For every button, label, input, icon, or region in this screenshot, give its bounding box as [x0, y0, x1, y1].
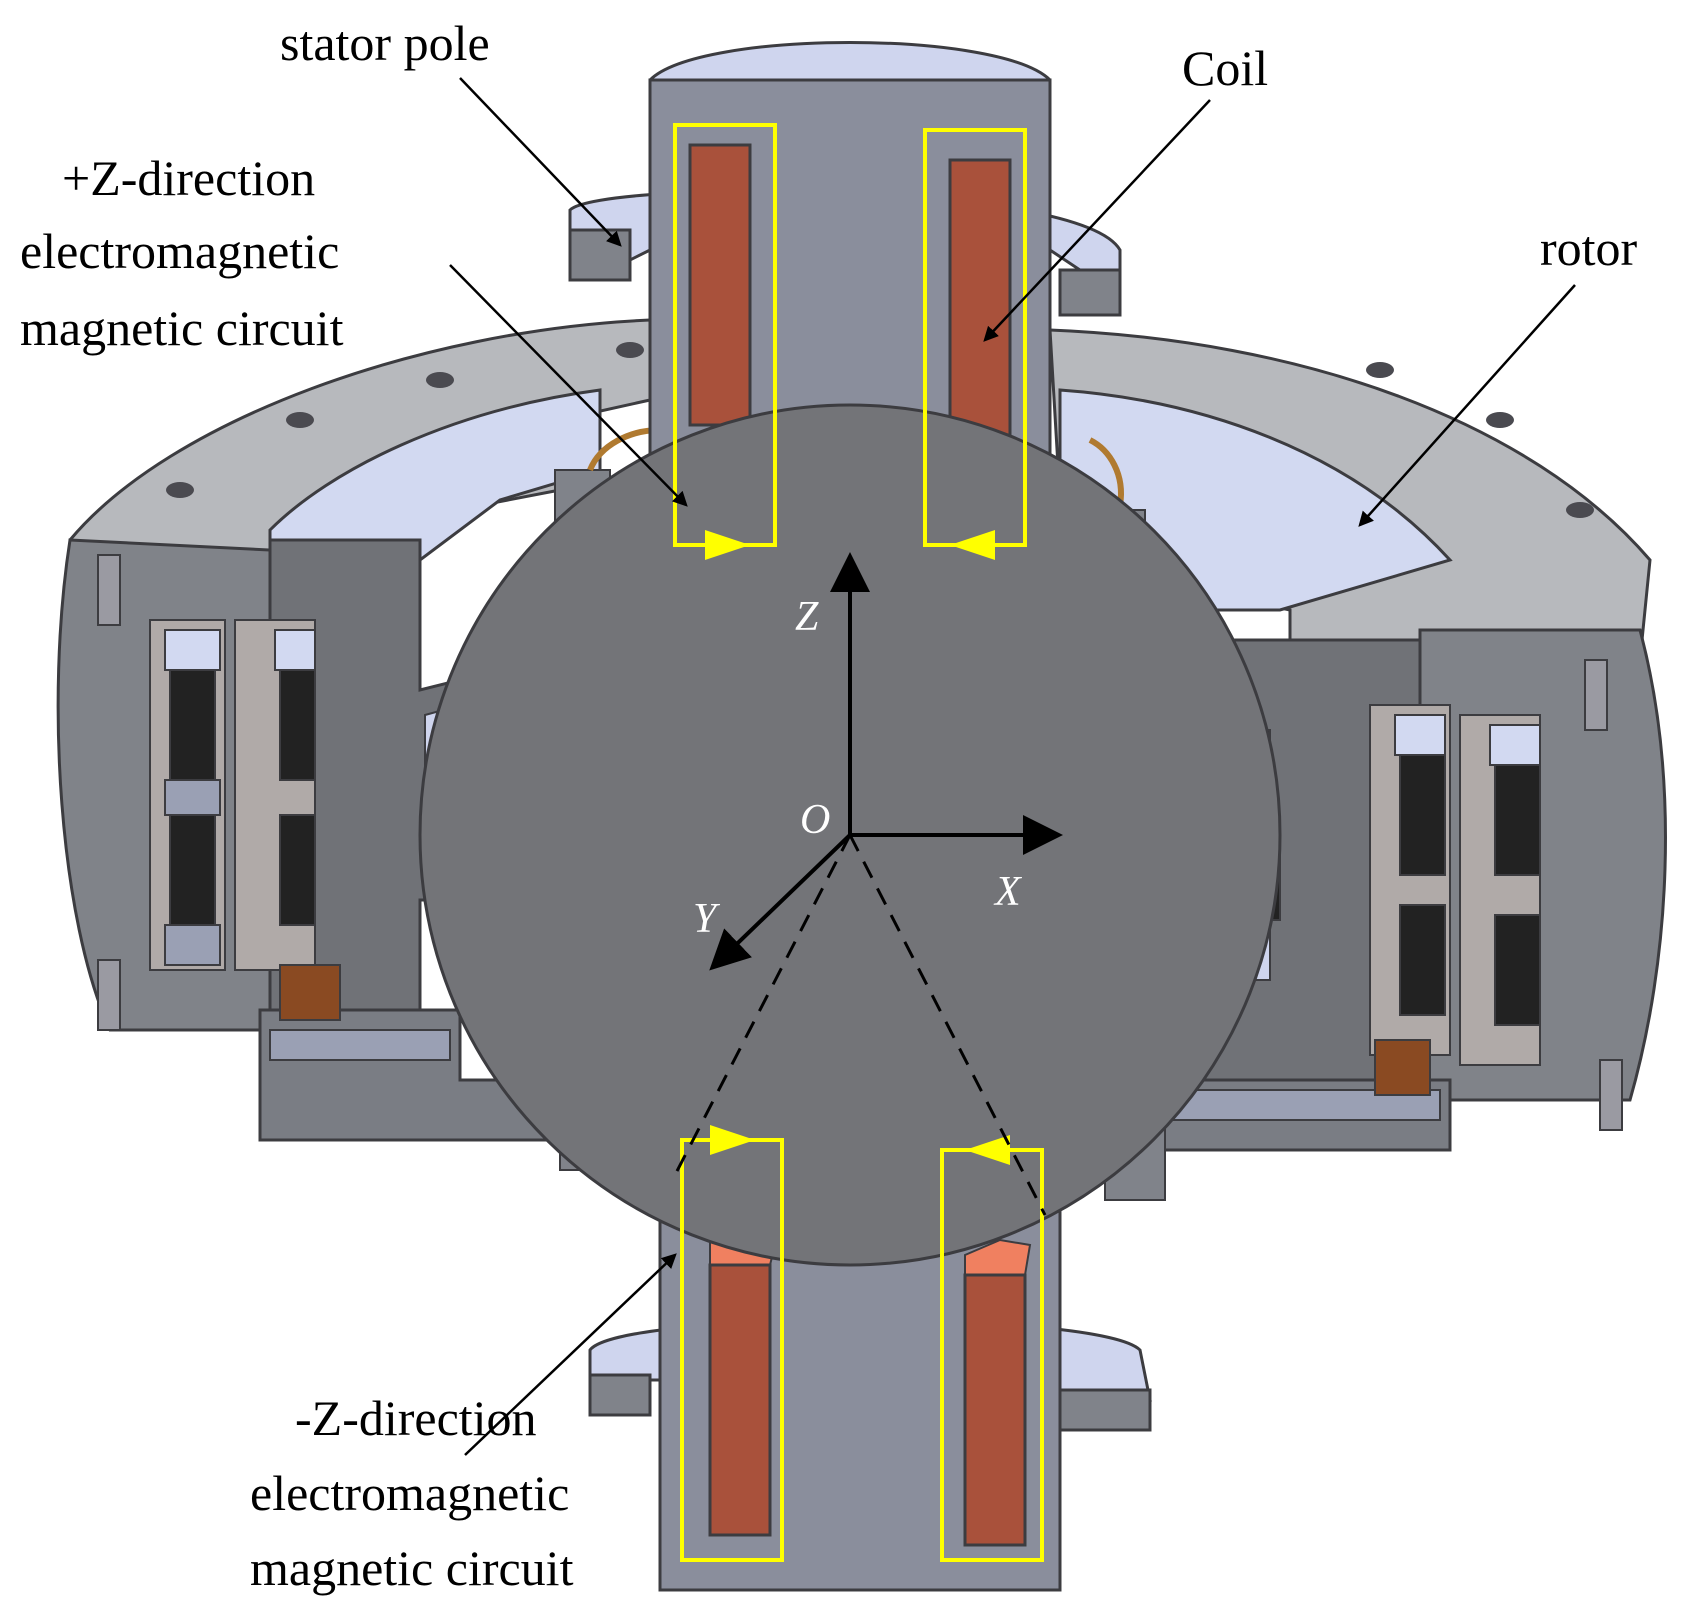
bolt — [1599, 1059, 1623, 1131]
stator-pole-leader — [459, 77, 622, 247]
bolt-hole — [1486, 412, 1514, 428]
bolt-hole — [1366, 362, 1394, 378]
minus-z-leader — [464, 1253, 677, 1456]
minus-z-label-line1: -Z-direction — [295, 1390, 537, 1446]
flux-arrow-right — [705, 530, 750, 560]
callout-leaders — [449, 77, 1576, 1456]
bolt-hole — [286, 412, 314, 428]
plus-z-label-line2: electromagnetic — [20, 223, 339, 279]
coil-label: Coil — [1182, 40, 1268, 96]
top-right-coil — [948, 158, 1012, 442]
flux-arrow-left — [950, 530, 995, 560]
top-left-coil — [688, 143, 752, 427]
bolt-hole — [426, 372, 454, 388]
bolt — [1584, 659, 1608, 731]
rotor-left-half — [56, 318, 652, 1142]
cone-line-right — [848, 834, 1047, 1216]
bolt — [97, 959, 121, 1031]
bottom-right-coil — [963, 1273, 1027, 1547]
bolt-hole — [616, 342, 644, 358]
minus-z-label-line3: magnetic circuit — [250, 1540, 574, 1596]
x-axis-label: X — [993, 869, 1023, 915]
stator-pole-label: stator pole — [280, 15, 490, 71]
bottom-right-coil-top — [964, 1238, 1032, 1276]
coil-leader — [983, 99, 1211, 342]
minus-z-label-line2: electromagnetic — [250, 1465, 569, 1521]
bottom-left-coil — [708, 1263, 772, 1537]
plus-z-label-line3: magnetic circuit — [20, 300, 344, 356]
right-outer-magnet-stack — [1369, 704, 1541, 1096]
flux-arrow-left — [965, 1135, 1010, 1165]
flux-arrow-right — [710, 1125, 755, 1155]
left-outer-magnet-stack — [149, 619, 341, 1021]
rotor-leader — [1358, 284, 1576, 527]
rotor-label: rotor — [1540, 220, 1638, 276]
y-axis-label: Y — [693, 896, 721, 942]
bolt — [97, 554, 121, 626]
bolt-hole — [1566, 502, 1594, 518]
origin-label: O — [800, 797, 830, 843]
plus-z-label-line1: +Z-direction — [62, 150, 315, 206]
bolt-hole — [166, 482, 194, 498]
cone-line-left — [673, 834, 852, 1176]
z-axis-label: Z — [795, 594, 819, 640]
y-axis — [709, 833, 852, 971]
flux-direction-arrows — [705, 530, 1010, 1165]
plus-z-leader — [449, 264, 688, 507]
coordinate-axes — [673, 552, 1063, 1216]
